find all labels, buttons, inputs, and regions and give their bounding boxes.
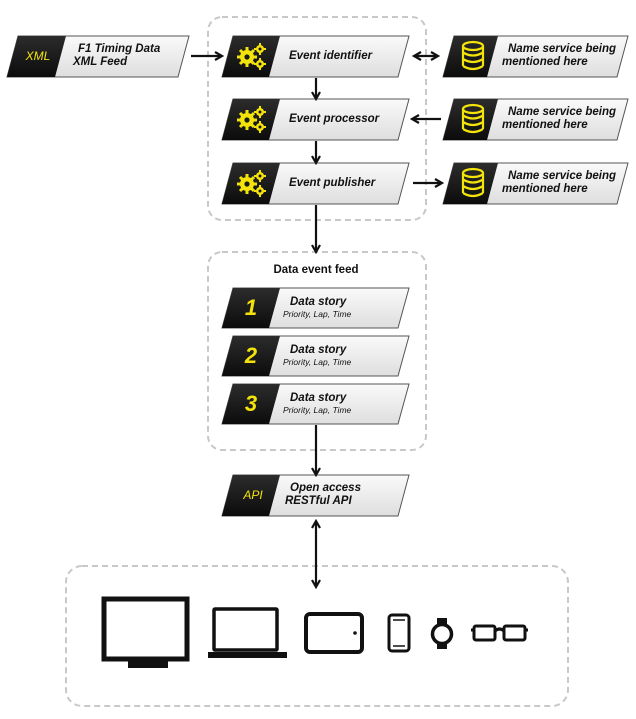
service-box-3 <box>442 162 629 205</box>
service-box-2 <box>442 98 629 141</box>
source-label-line1: F1 Timing Data <box>78 43 161 55</box>
desktop-monitor-icon <box>101 596 190 668</box>
story-3-subtitle: Priority, Lap, Time <box>283 405 352 415</box>
service-1-label-line1: Name service being <box>508 43 617 55</box>
service-3-label-line2: mentioned here <box>502 183 588 195</box>
story-2-title: Data story <box>290 344 347 356</box>
api-box <box>221 474 410 517</box>
smartwatch-icon <box>430 618 454 649</box>
event-identifier-label: Event identifier <box>289 50 373 62</box>
smartphone-icon <box>387 613 411 653</box>
service-3-label-line1: Name service being <box>508 170 617 182</box>
database-icon <box>461 167 485 198</box>
laptop-icon <box>208 607 287 658</box>
service-2-label-line2: mentioned here <box>502 119 588 131</box>
smart-glasses-icon <box>471 624 528 642</box>
source-box <box>6 35 190 78</box>
api-tag: API <box>243 488 263 502</box>
gears-icon <box>237 106 266 133</box>
data-story-box-3 <box>221 383 410 425</box>
story-1-title: Data story <box>290 296 347 308</box>
event-processor-label: Event processor <box>289 113 380 125</box>
data-story-box-1 <box>221 287 410 329</box>
gears-icon <box>237 43 266 70</box>
story-2-subtitle: Priority, Lap, Time <box>283 357 352 367</box>
event-publisher-label: Event publisher <box>289 177 376 189</box>
service-box-1 <box>442 35 629 78</box>
data-story-box-2 <box>221 335 410 377</box>
api-label-line2: RESTful API <box>285 495 352 507</box>
story-2-number: 2 <box>244 343 258 368</box>
service-2-label-line1: Name service being <box>508 106 617 118</box>
database-icon <box>461 40 485 71</box>
feed-title: Data event feed <box>273 264 359 276</box>
gears-icon <box>237 170 266 197</box>
source-label-line2: XML Feed <box>73 56 128 68</box>
devices-group <box>65 565 569 707</box>
service-1-label-line2: mentioned here <box>502 56 588 68</box>
api-label-line1: Open access <box>290 482 361 494</box>
story-1-number: 1 <box>244 295 258 320</box>
database-icon <box>461 103 485 134</box>
tablet-icon <box>304 612 364 654</box>
xml-tag: XML <box>25 49 51 63</box>
story-3-title: Data story <box>290 392 347 404</box>
story-3-number: 3 <box>244 391 258 416</box>
story-1-subtitle: Priority, Lap, Time <box>283 309 352 319</box>
